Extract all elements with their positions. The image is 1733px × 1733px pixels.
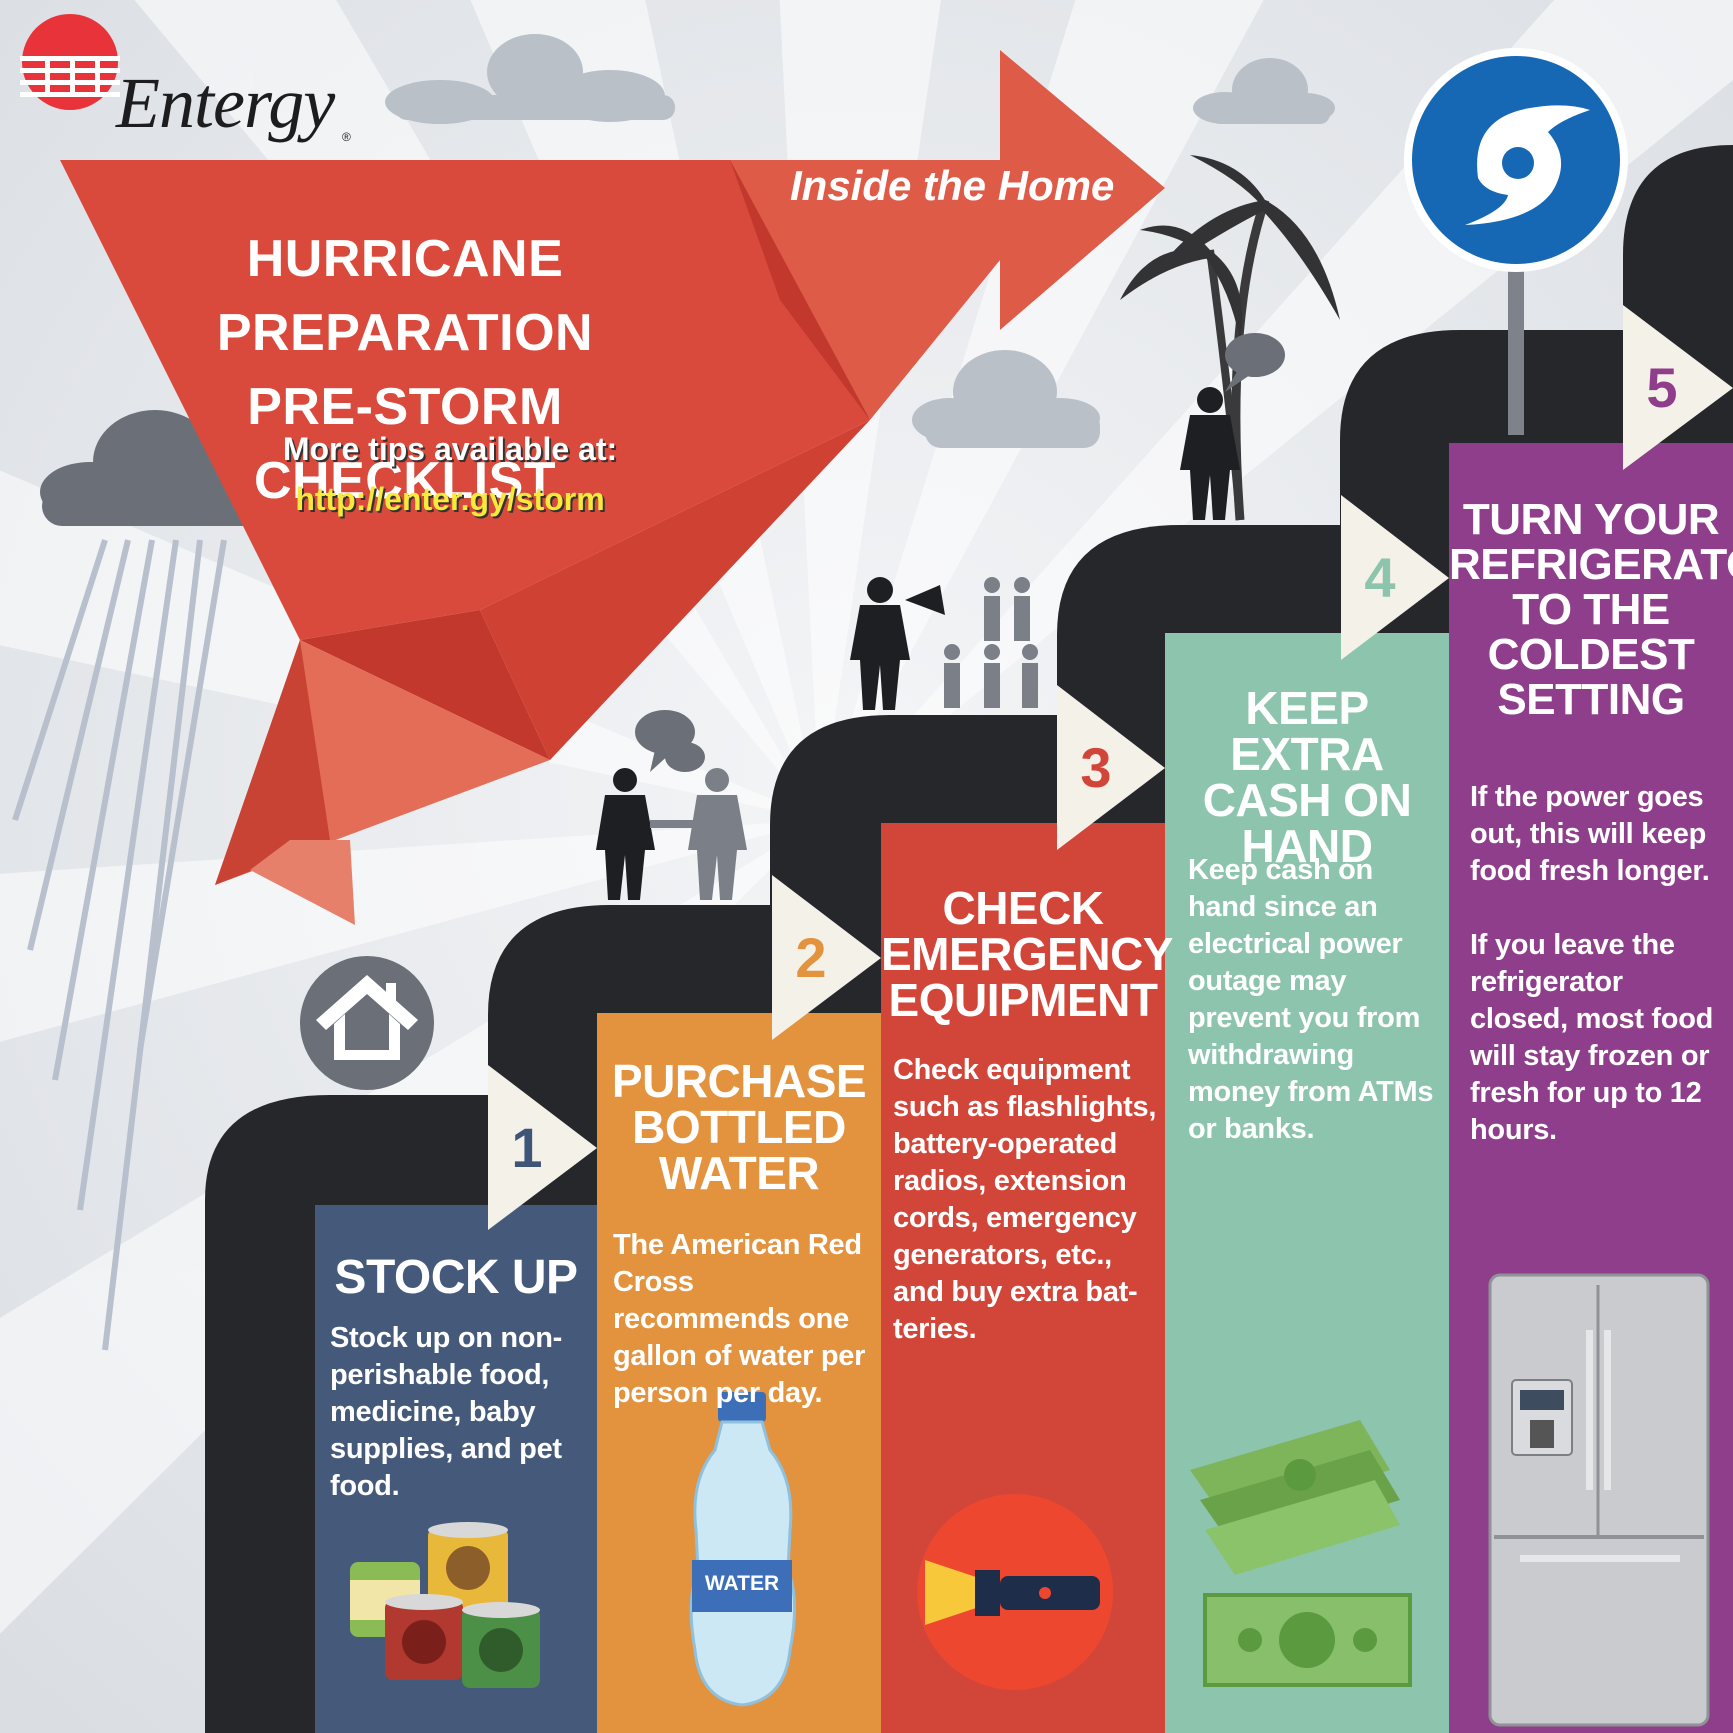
step-3-title-line: EMERGENCY: [881, 928, 1173, 980]
step-4-title-line: CASH ON: [1202, 774, 1412, 826]
canned-food-icon: [350, 1522, 540, 1688]
step-5-body-paragraph: If the power goes out, this will keep fo…: [1470, 781, 1710, 887]
flashlight-icon: [917, 1494, 1113, 1690]
step-5-arrow: [1623, 305, 1733, 470]
hurricane-sign-icon: [1404, 48, 1628, 435]
step-2-title: PURCHASE BOTTLED WATER: [597, 1058, 881, 1196]
step-5-title-line: TO THE: [1512, 585, 1670, 634]
step-4-title-line: HAND: [1241, 820, 1373, 872]
refrigerator-icon: [1488, 1273, 1710, 1727]
step-1-number: 1: [511, 1116, 543, 1179]
tips-block: More tips available at: http://enter.gy/…: [250, 424, 650, 524]
cloud-icon: [1193, 58, 1335, 124]
step-4-arrow: [1341, 495, 1449, 660]
page-title: HURRICANE PREPARATION PRE-STORM CHECKLIS…: [110, 222, 700, 518]
water-bottle-icon: [689, 1392, 796, 1707]
title-line-1: HURRICANE PREPARATION: [216, 230, 594, 362]
entergy-logo-icon: [20, 14, 120, 110]
title-line-2: PRE-STORM CHECKLIST: [247, 378, 563, 510]
step-5-title-line: COLDEST: [1487, 630, 1695, 679]
megaphone-person-icon: [850, 577, 1038, 710]
tips-label: More tips available at:: [282, 431, 618, 467]
step-5-title-line: SETTING: [1497, 675, 1685, 724]
rain-icon: [12, 539, 227, 1351]
money-icon: [1190, 1420, 1412, 1687]
cloud-icon: [912, 350, 1100, 448]
people-talking-icon: [596, 710, 747, 900]
step-3-arrow: [1057, 685, 1165, 850]
step-4-title: KEEP EXTRA CASH ON HAND: [1165, 685, 1449, 869]
brand-registered-mark: ®: [342, 130, 351, 144]
step-5-body-paragraph: If you leave the refrigerator closed, mo…: [1470, 929, 1714, 1146]
step-4-number: 4: [1364, 546, 1396, 609]
step-4-body: Keep cash on hand since an electrical po…: [1188, 854, 1434, 1145]
brand-name: Entergy: [116, 63, 335, 143]
step-5-title-line: REFRIGERATOR: [1449, 540, 1733, 589]
step-3-title-line: CHECK: [942, 882, 1104, 934]
step-3-body: Check equipment such as flashlights, bat…: [893, 1054, 1157, 1345]
step-1-body: Stock up on non-perishable food, medicin…: [330, 1322, 563, 1502]
step-2-number: 2: [795, 926, 827, 989]
step-3-title: CHECK EMERGENCY EQUIPMENT: [881, 882, 1173, 1026]
step-3-title-line: EQUIPMENT: [888, 974, 1158, 1026]
step-4-title-line: KEEP EXTRA: [1230, 682, 1384, 780]
cloud-icon: [385, 34, 675, 124]
banner-ribbon: [60, 50, 1165, 925]
step-2-title-line: BOTTLED: [632, 1101, 846, 1153]
step-5-title: TURN YOUR REFRIGERATOR TO THE COLDEST SE…: [1449, 497, 1733, 722]
step-2-body: The American Red Cross recommends one ga…: [613, 1229, 866, 1409]
step-5-body: If the power goes out, this will keep fo…: [1470, 779, 1728, 1186]
step-3-number: 3: [1080, 736, 1112, 799]
palm-tree-icon: [1120, 155, 1340, 521]
step-2-arrow: [772, 875, 881, 1040]
step-2-title-line: WATER: [658, 1147, 820, 1199]
step-5-number: 5: [1646, 356, 1678, 419]
house-icon: [300, 956, 434, 1090]
step-1-title: STOCK UP: [334, 1251, 578, 1304]
step-1-arrow: [488, 1065, 597, 1230]
cloud-icon: [40, 410, 264, 526]
step-5-title-line: TURN YOUR: [1462, 495, 1720, 544]
arrow-label: Inside the Home: [790, 162, 1115, 209]
step-2-title-line: PURCHASE: [611, 1055, 867, 1107]
tips-link[interactable]: http://enter.gy/storm: [295, 481, 605, 517]
bottle-label: WATER: [704, 1572, 780, 1595]
